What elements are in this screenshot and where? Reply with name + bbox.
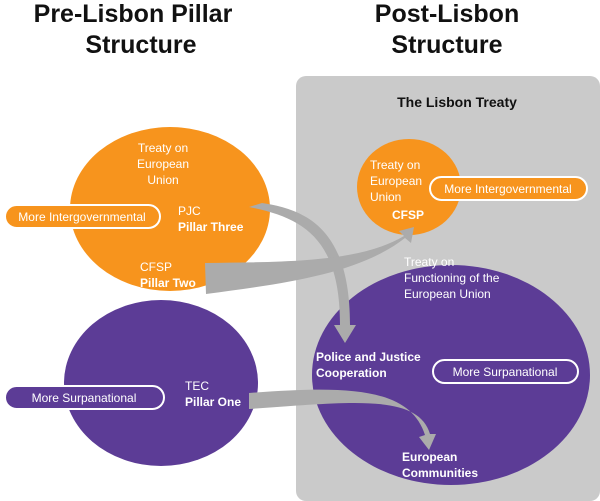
pre-teu-line3: Union xyxy=(147,173,178,187)
pre-teu-ellipse xyxy=(70,127,270,291)
tfeu-line2: Functioning of the xyxy=(404,271,500,285)
arrow-cfsp-to-post-cfsp xyxy=(205,227,414,294)
arrow-tec-to-european-communities xyxy=(249,389,436,450)
more-intergovernmental-pill-right xyxy=(429,176,588,201)
more-intergovernmental-text-right: More Intergovernmental xyxy=(444,182,571,196)
pjc-label: PJC xyxy=(178,204,201,218)
pre-teu-line1: Treaty on xyxy=(138,141,188,155)
pillar-one-label: Pillar One xyxy=(185,395,241,409)
police-justice-line2: Cooperation xyxy=(316,366,387,380)
pillar-two-label: Pillar Two xyxy=(140,276,196,290)
more-supranational-pill-left xyxy=(4,385,165,410)
pre-lisbon-header-line1: Pre-Lisbon Pillar xyxy=(34,0,233,28)
more-intergovernmental-pill-left xyxy=(4,204,161,229)
post-lisbon-header-line1: Post-Lisbon xyxy=(375,0,519,28)
pre-teu-line2: European xyxy=(137,157,189,171)
post-lisbon-header-line2: Structure xyxy=(391,31,502,59)
tec-label: TEC xyxy=(185,379,209,393)
post-teu-ellipse xyxy=(357,139,461,235)
european-communities-line1: European xyxy=(402,450,457,464)
cfsp-label: CFSP xyxy=(140,260,172,274)
post-teu-line3: Union xyxy=(370,190,401,204)
more-supranational-pill-right xyxy=(432,359,579,384)
post-cfsp-label: CFSP xyxy=(392,208,424,222)
arrow-pjc-to-police-justice xyxy=(249,203,356,343)
european-communities-line2: Communities xyxy=(402,466,478,480)
lisbon-treaty-title: The Lisbon Treaty xyxy=(397,94,517,110)
tfeu-line1: Treaty on xyxy=(404,255,454,269)
more-supranational-text-right: More Surpanational xyxy=(453,365,558,379)
tfeu-line3: European Union xyxy=(404,287,491,301)
pre-lisbon-header-line2: Structure xyxy=(85,31,196,59)
police-justice-line1: Police and Justice xyxy=(316,350,421,364)
pre-tec-ellipse xyxy=(64,300,258,466)
more-supranational-text-left: More Surpanational xyxy=(32,391,137,405)
pillar-three-label: Pillar Three xyxy=(178,220,244,234)
post-teu-line1: Treaty on xyxy=(370,158,420,172)
post-teu-line2: European xyxy=(370,174,422,188)
more-intergovernmental-text-left: More Intergovernmental xyxy=(18,210,145,224)
